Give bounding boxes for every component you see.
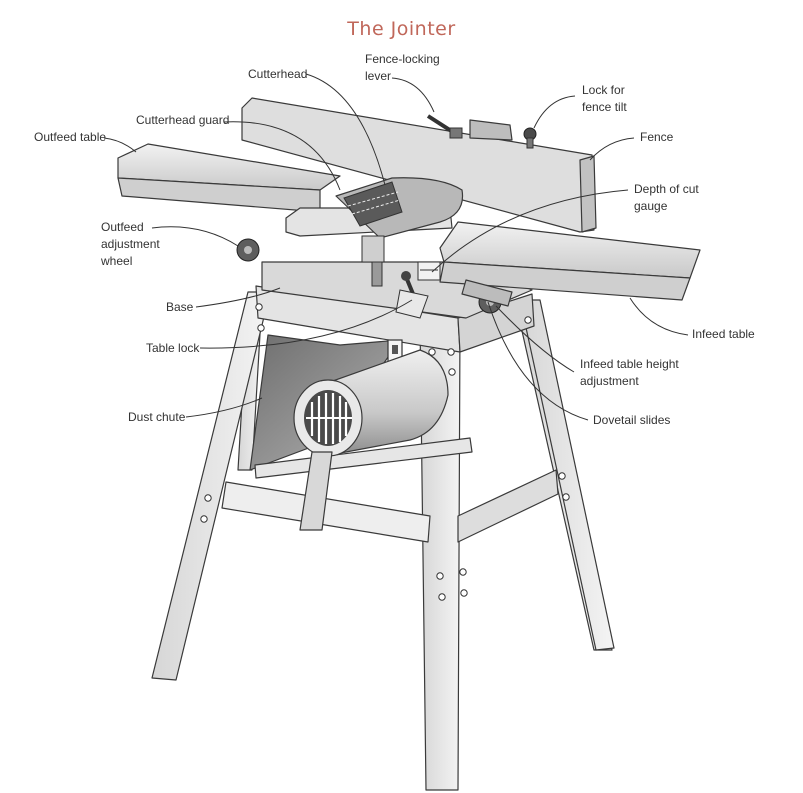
leader-cutterhead [305, 73, 386, 186]
leader-base [195, 287, 281, 308]
motor [293, 349, 449, 531]
diagram-title: The Jointer [347, 18, 456, 40]
infeed-table [439, 221, 701, 301]
fence-tilt-lock [523, 127, 537, 149]
leader-outfeed-adjustment-wheel [151, 226, 239, 247]
fence-locking-lever [426, 114, 463, 139]
leader-infeed-height-adjustment [495, 305, 575, 373]
leader-dust-chute [185, 397, 263, 418]
fence [241, 97, 597, 233]
outfeed-adjustment-wheel [236, 238, 260, 262]
leader-depth-of-cut-gauge [431, 189, 629, 273]
leader-lines [103, 73, 689, 421]
label-cutterhead: Cutterhead [248, 67, 308, 81]
label-lock-for-fence-tilt: Lock for fence tilt [582, 83, 627, 114]
label-table-lock: Table lock [146, 341, 200, 355]
leader-lock-fence-tilt [533, 95, 576, 129]
table-lock-handle [395, 271, 429, 319]
leader-outfeed-table [103, 137, 137, 153]
leader-dovetail-slides [487, 301, 589, 421]
label-base: Base [166, 300, 194, 314]
cutterhead-guard [285, 177, 464, 239]
label-infeed-table: Infeed table [692, 327, 755, 341]
leader-infeed-table [629, 297, 689, 336]
label-infeed-table-height-adjustment: Infeed table height adjustment [580, 357, 679, 388]
label-depth-of-cut-gauge: Depth of cut gauge [634, 182, 699, 213]
depth-of-cut-gauge-mark [417, 261, 441, 281]
label-dovetail-slides: Dovetail slides [593, 413, 671, 427]
label-fence-locking-lever: Fence-locking lever [365, 52, 440, 83]
label-cutterhead-guard: Cutterhead guard [136, 113, 230, 127]
dovetail-slides [461, 279, 513, 307]
leader-table-lock [199, 299, 413, 349]
cutterhead [361, 235, 385, 287]
label-outfeed-adjustment-wheel: Outfeed adjustment wheel [101, 220, 160, 268]
leader-fence [589, 137, 635, 161]
label-dust-chute: Dust chute [128, 410, 186, 424]
label-outfeed-table: Outfeed table [34, 130, 107, 144]
leader-fence-locking-lever [391, 77, 435, 113]
stand [151, 285, 615, 791]
leader-cutterhead-guard [223, 121, 341, 191]
label-fence: Fence [640, 130, 674, 144]
